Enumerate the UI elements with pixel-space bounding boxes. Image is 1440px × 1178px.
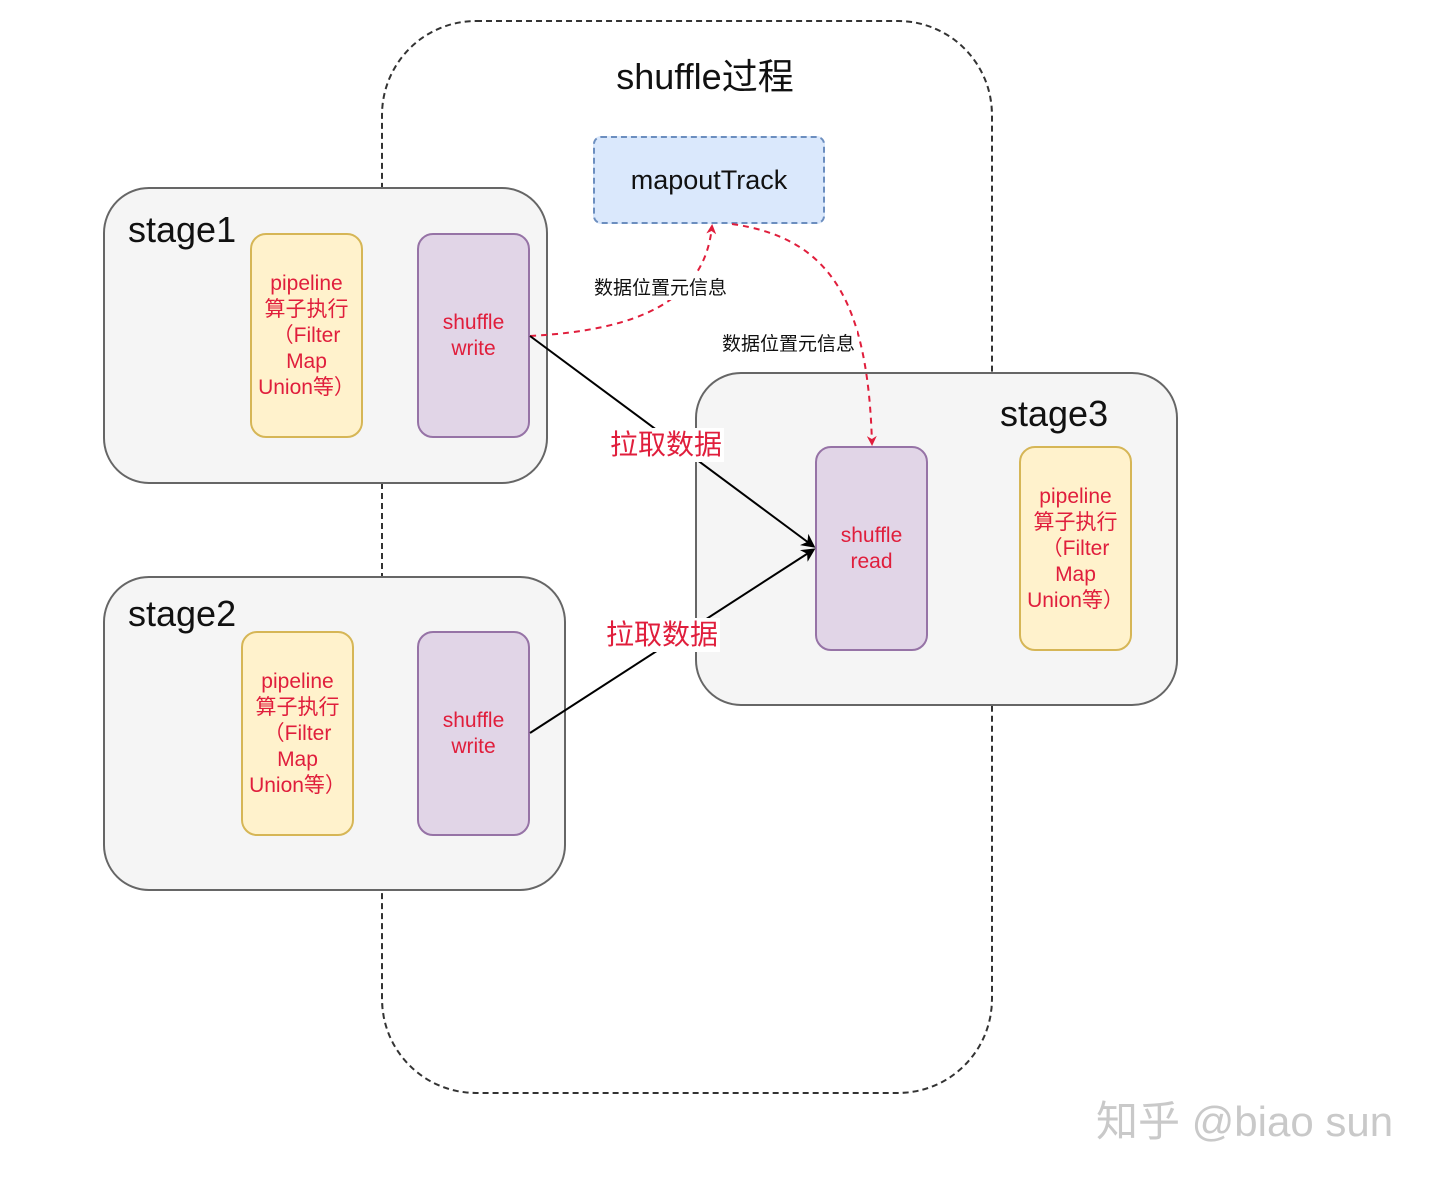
watermark-text: 知乎 @biao sun — [1096, 1098, 1394, 1145]
meta-edge-tracker-to-read — [731, 223, 877, 446]
pull-edge-label-stage1: 拉取数据 — [608, 428, 725, 462]
stage2-pipeline-node: pipeline 算子执行 （Filter Map Union等） — [241, 631, 354, 836]
meta-edge-label-fetch: 数据位置元信息 — [720, 329, 858, 356]
stage3-title: stage3 — [1000, 393, 1109, 434]
mapout-tracker-node: mapoutTrack — [593, 136, 825, 224]
stage1-shuffle-write-node: shuffle write — [417, 233, 530, 438]
stage3-shuffle-read-node: shuffle read — [815, 446, 928, 651]
meta-edge-label-upload: 数据位置元信息 — [592, 273, 730, 300]
stage1-title: stage1 — [128, 209, 237, 250]
shuffle-process-title: shuffle过程 — [616, 56, 794, 97]
stage2-title: stage2 — [128, 593, 237, 634]
stage3-pipeline-node: pipeline 算子执行 （Filter Map Union等） — [1019, 446, 1132, 651]
pull-edge-label-stage2: 拉取数据 — [604, 618, 721, 652]
meta-edge-write-to-tracker — [529, 224, 717, 337]
stage1-pipeline-node: pipeline 算子执行 （Filter Map Union等） — [250, 233, 363, 438]
stage2-shuffle-write-node: shuffle write — [417, 631, 530, 836]
